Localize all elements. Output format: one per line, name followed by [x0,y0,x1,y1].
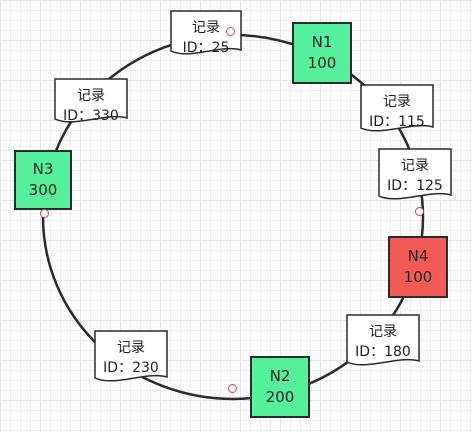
record-id-125: 记录 ID：125 [378,148,452,204]
record-id-180: 记录 ID：180 [346,314,420,370]
record-id: ID：115 [369,114,425,130]
node-value: 100 [403,268,433,286]
node-value: 200 [265,388,295,406]
node-name: N2 [269,367,291,385]
ring-point-marker [228,384,237,393]
record-id-115: 记录 ID：115 [360,84,434,136]
record-id: ID：25 [182,40,230,56]
record-id: ID：330 [63,108,119,124]
node-n2: N2 200 [250,356,310,418]
node-n4: N4 100 [388,236,448,298]
node-name: N1 [311,33,333,51]
record-id: ID：180 [355,344,411,360]
record-label: 记录 [117,340,145,356]
record-id-25: 记录 ID：25 [170,10,242,58]
node-name: N4 [407,247,429,265]
record-label: 记录 [369,324,397,340]
record-label: 记录 [401,158,429,174]
record-label: 记录 [383,94,411,110]
node-n1: N1 100 [292,22,352,84]
ring-point-marker [40,209,49,218]
node-value: 100 [307,54,337,72]
record-id: ID：230 [103,360,159,376]
node-n3: N3 300 [14,150,72,210]
record-label: 记录 [77,88,105,104]
record-label: 记录 [192,20,220,36]
record-id: ID：125 [387,178,443,194]
node-value: 300 [28,181,58,199]
record-id-330: 记录 ID：330 [54,78,128,126]
record-id-230: 记录 ID：230 [94,330,168,386]
ring-point-marker [415,207,424,216]
ring-point-marker [226,27,235,36]
node-name: N3 [32,160,54,178]
